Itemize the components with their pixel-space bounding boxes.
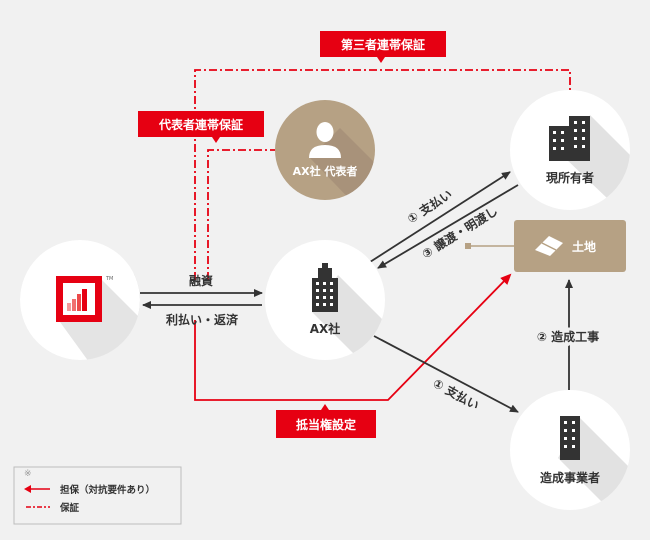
builder-node[interactable]: 造成事業者 (510, 390, 650, 520)
ax-rep-node[interactable]: AX社 代表者 (275, 100, 400, 210)
legend-mark: ※ (24, 469, 32, 479)
land-node[interactable]: 土地 (514, 220, 626, 272)
pay-owner-arrow (369, 171, 511, 263)
legend: ※ 担保（対抗要件あり） 保証 (13, 466, 182, 525)
office-building-icon (549, 116, 590, 161)
mortgage-label: 抵当権設定 (296, 417, 356, 432)
transfer-arrow (377, 184, 519, 269)
rep-guarantee-label: 代表者連帯保証 (158, 117, 243, 132)
legend-collateral-label: 担保（対抗要件あり） (60, 484, 155, 496)
third-party-guarantee-line (194, 69, 571, 280)
builder-label: 造成事業者 (540, 470, 600, 485)
ax-node[interactable]: AX社 (265, 240, 410, 380)
repay-label: 利払い・返済 (166, 312, 239, 327)
pay-builder-label: ① 支払い (431, 375, 482, 413)
mortgage-collateral-line (194, 273, 512, 401)
rep-guarantee-line (207, 149, 275, 280)
land-map-icon (535, 236, 563, 256)
current-owner-node[interactable]: 現所有者 (510, 90, 650, 220)
third-party-guarantee-label: 第三者連帯保証 (341, 37, 425, 52)
tower-building-icon (560, 416, 580, 460)
mortgage-box: 抵当権設定 (276, 404, 376, 438)
bank-tm-mark: TM (105, 276, 113, 282)
construction-label: ② 造成工事 (537, 329, 599, 344)
loan-label: 融資 (189, 273, 213, 288)
pay-builder-arrow (373, 335, 519, 413)
pay-owner-label: ① 支払い (404, 186, 454, 226)
third-party-guarantee-box: 第三者連帯保証 (320, 31, 446, 63)
rep-guarantee-box: 代表者連帯保証 (138, 111, 264, 143)
bank-logo (56, 276, 102, 322)
current-owner-label: 現所有者 (546, 170, 594, 185)
ax-rep-label: AX社 代表者 (293, 164, 358, 178)
legend-guarantee-label: 保証 (59, 502, 80, 514)
building-icon (312, 263, 338, 312)
person-icon (309, 122, 341, 158)
land-label: 土地 (572, 239, 596, 254)
land-connector (465, 243, 515, 249)
ax-label: AX社 (310, 321, 341, 336)
